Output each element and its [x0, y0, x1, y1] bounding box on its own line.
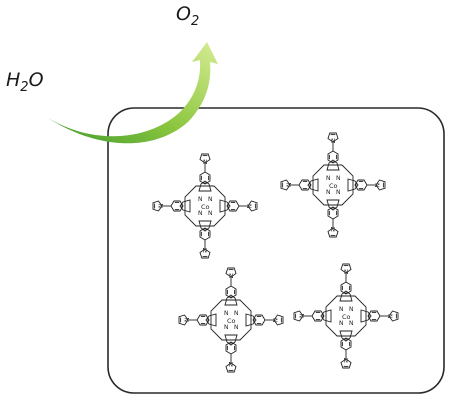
meso-substituent: [199, 153, 211, 185]
ring-nitrogen: N: [339, 306, 344, 313]
meso-substituent: [327, 206, 339, 238]
ring-nitrogen: N: [234, 310, 239, 317]
ring-nitrogen: N: [198, 210, 203, 217]
metal-center: Co: [227, 317, 236, 325]
meso-substituent: [226, 200, 258, 212]
meso-substituent: [293, 310, 325, 322]
ring-nitrogen: N: [224, 324, 229, 331]
meso-substituent: [178, 314, 210, 326]
curved-arrow-icon: [48, 42, 218, 144]
ring-nitrogen: N: [339, 320, 344, 327]
ring-nitrogen: N: [349, 306, 354, 313]
ring-nitrogen: N: [326, 175, 331, 182]
ring-nitrogen: N: [208, 210, 213, 217]
reactant-label: H2O: [6, 69, 44, 95]
meso-substituent: [340, 337, 352, 369]
product-label: O2: [176, 3, 199, 29]
ring-nitrogen: N: [208, 196, 213, 203]
meso-substituent: [367, 310, 399, 322]
ring-nitrogen: N: [336, 189, 341, 196]
meso-substituent: [225, 341, 237, 373]
ring-nitrogen: N: [326, 189, 331, 196]
meso-substituent: [354, 179, 386, 191]
ring-nitrogen: N: [349, 320, 354, 327]
meso-substituent: [280, 179, 312, 191]
rounded-frame: [107, 107, 445, 394]
ring-nitrogen: N: [336, 175, 341, 182]
meso-substituent: [199, 227, 211, 259]
metal-center: Co: [329, 182, 338, 190]
ring-nitrogen: N: [234, 324, 239, 331]
meso-substituent: [152, 200, 184, 212]
meso-substituent: [340, 263, 352, 295]
ring-nitrogen: N: [224, 310, 229, 317]
meso-substituent: [327, 132, 339, 164]
metal-center: Co: [342, 313, 351, 321]
meso-substituent: [225, 267, 237, 299]
ring-nitrogen: N: [198, 196, 203, 203]
metal-center: Co: [201, 203, 210, 211]
meso-substituent: [252, 314, 284, 326]
